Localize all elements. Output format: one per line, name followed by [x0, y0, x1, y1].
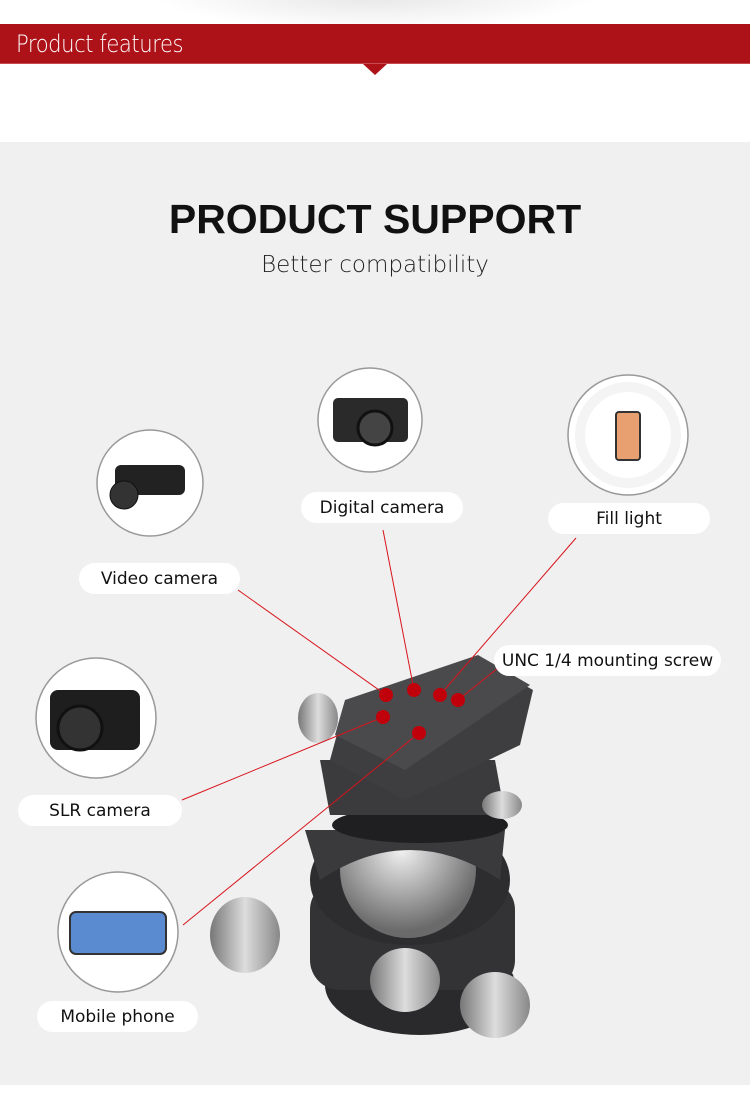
label-slr-camera: SLR camera — [18, 795, 182, 826]
label-mobile-phone: Mobile phone — [37, 1001, 198, 1032]
ball-head-image — [210, 655, 533, 1038]
section-banner: Product features — [0, 24, 750, 64]
leader-lines — [181, 529, 577, 926]
banner-notch — [363, 64, 387, 75]
fill-light-icon — [567, 374, 689, 496]
mobile-phone-icon — [57, 871, 179, 993]
label-fill-light: Fill light — [548, 503, 710, 534]
video-camera-icon — [96, 429, 204, 537]
hotspot-slr — [376, 710, 390, 724]
hotspot-fill — [433, 688, 447, 702]
hotspot-digital — [407, 683, 421, 697]
page-title: PRODUCT SUPPORT — [168, 196, 582, 242]
section-title: Product features — [16, 30, 184, 58]
hotspot-dots — [376, 683, 465, 740]
label-video-camera: Video camera — [79, 563, 240, 594]
hotspot-mobile — [412, 726, 426, 740]
label-digital-camera: Digital camera — [301, 492, 463, 523]
slr-camera-icon — [35, 657, 157, 779]
label-unc-screw: UNC 1/4 mounting screw — [494, 645, 721, 676]
hotspot-video — [379, 688, 393, 702]
digital-camera-icon — [317, 367, 423, 473]
hotspot-unc — [451, 693, 465, 707]
page-subtitle: Better compatibility — [261, 252, 489, 278]
